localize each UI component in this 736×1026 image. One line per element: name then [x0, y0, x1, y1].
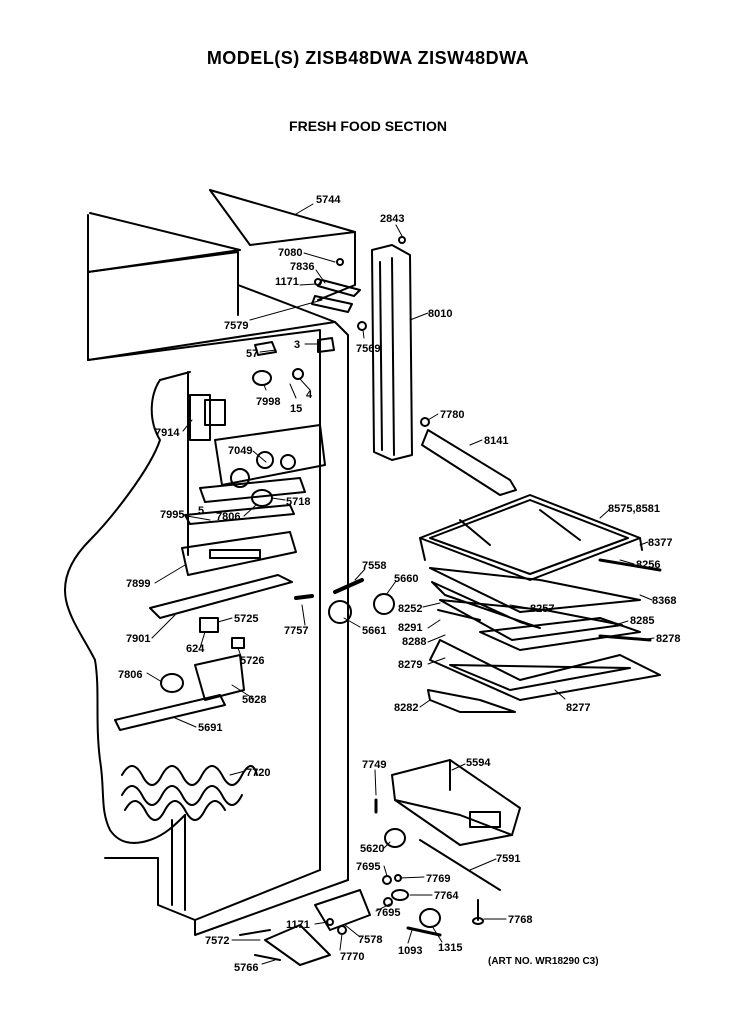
part-label: 7080: [278, 247, 302, 259]
part-label: 7899: [126, 578, 150, 590]
part-label: 4: [306, 389, 313, 401]
part-label: 8575,8581: [608, 503, 660, 515]
part-label: 7572: [205, 935, 229, 947]
control-housing: [189, 337, 335, 507]
model-title: MODEL(S) ZISB48DWA ZISW48DWA: [206, 48, 530, 68]
part-label: 8256: [636, 559, 660, 571]
cabinet-outline: [64, 189, 356, 936]
part-label: 8257: [530, 603, 554, 615]
part-label: 5594: [466, 757, 491, 769]
part-label: 57: [246, 348, 258, 360]
part-label: 7578: [358, 934, 382, 946]
shelves-stack: [419, 494, 662, 713]
housing-5594: [391, 759, 521, 846]
part-label: 7769: [426, 873, 450, 885]
part-label: 7749: [362, 759, 386, 771]
part-label: 7579: [224, 320, 248, 332]
part-label: 8010: [428, 308, 452, 320]
part-label: 8279: [398, 659, 422, 671]
heater-coil-7720: [121, 765, 258, 821]
section-title: FRESH FOOD SECTION: [289, 118, 447, 134]
part-label: 7768: [508, 914, 532, 926]
part-label: 5744: [316, 194, 341, 206]
part-label: 7591: [496, 853, 520, 865]
part-label: 7757: [284, 625, 308, 637]
part-label: 1315: [438, 942, 462, 954]
part-label: 8252: [398, 603, 422, 615]
part-label: 5691: [198, 722, 222, 734]
part-label: 8291: [398, 622, 422, 634]
part-label: 7569: [356, 343, 380, 355]
part-label: 8368: [652, 595, 676, 607]
part-label: 5660: [394, 573, 418, 585]
part-label: 5661: [362, 625, 386, 637]
part-label: 7770: [340, 951, 364, 963]
part-label: 8277: [566, 702, 590, 714]
part-label: 624: [186, 643, 205, 655]
part-label: 3: [294, 339, 300, 351]
part-label: 7901: [126, 633, 150, 645]
shelf-cover-8141: [421, 429, 517, 496]
part-label: 8141: [484, 435, 508, 447]
part-label: 2843: [380, 213, 404, 225]
art-number: (ART NO. WR18290 C3): [488, 956, 599, 967]
part-label: 1171: [286, 919, 310, 931]
part-label: 8282: [394, 702, 418, 714]
part-label: 5620: [360, 843, 384, 855]
part-label: 8278: [656, 633, 680, 645]
part-label: 5766: [234, 962, 258, 974]
part-label: 7764: [434, 890, 459, 902]
part-label: 5726: [240, 655, 264, 667]
part-label: 7780: [440, 409, 464, 421]
part-label: 5725: [234, 613, 258, 625]
part-label: 7836: [290, 261, 314, 273]
part-label: 5628: [242, 694, 266, 706]
callout-labels: 5744 2843 7080 7836 1171 7579 8010 7569 …: [118, 194, 680, 974]
part-label: 7695: [356, 861, 380, 873]
cam-and-rollers: [294, 578, 395, 624]
part-label: 7049: [228, 445, 252, 457]
part-label: 7695: [376, 907, 400, 919]
part-label: 8285: [630, 615, 654, 627]
lower-hardware: [239, 798, 501, 966]
control-panel-assembly: [114, 504, 297, 731]
part-label: 7998: [256, 396, 280, 408]
part-label: 7720: [246, 767, 270, 779]
door-gasket-strip-8010: [371, 244, 413, 461]
part-label: 15: [290, 403, 302, 415]
part-label: 7806: [118, 669, 142, 681]
part-label: 7806: [216, 511, 240, 523]
part-label: 1171: [275, 276, 299, 288]
top-hinge-parts: [311, 236, 430, 427]
part-label: 5: [198, 505, 204, 517]
part-label: 8288: [402, 636, 426, 648]
part-label: 7914: [155, 427, 180, 439]
part-label: 8377: [648, 537, 672, 549]
part-label: 7558: [362, 560, 386, 572]
leader-lines: [146, 203, 655, 965]
part-label: 7995: [160, 509, 184, 521]
part-label: 1093: [398, 945, 422, 957]
part-label: 5718: [286, 496, 310, 508]
